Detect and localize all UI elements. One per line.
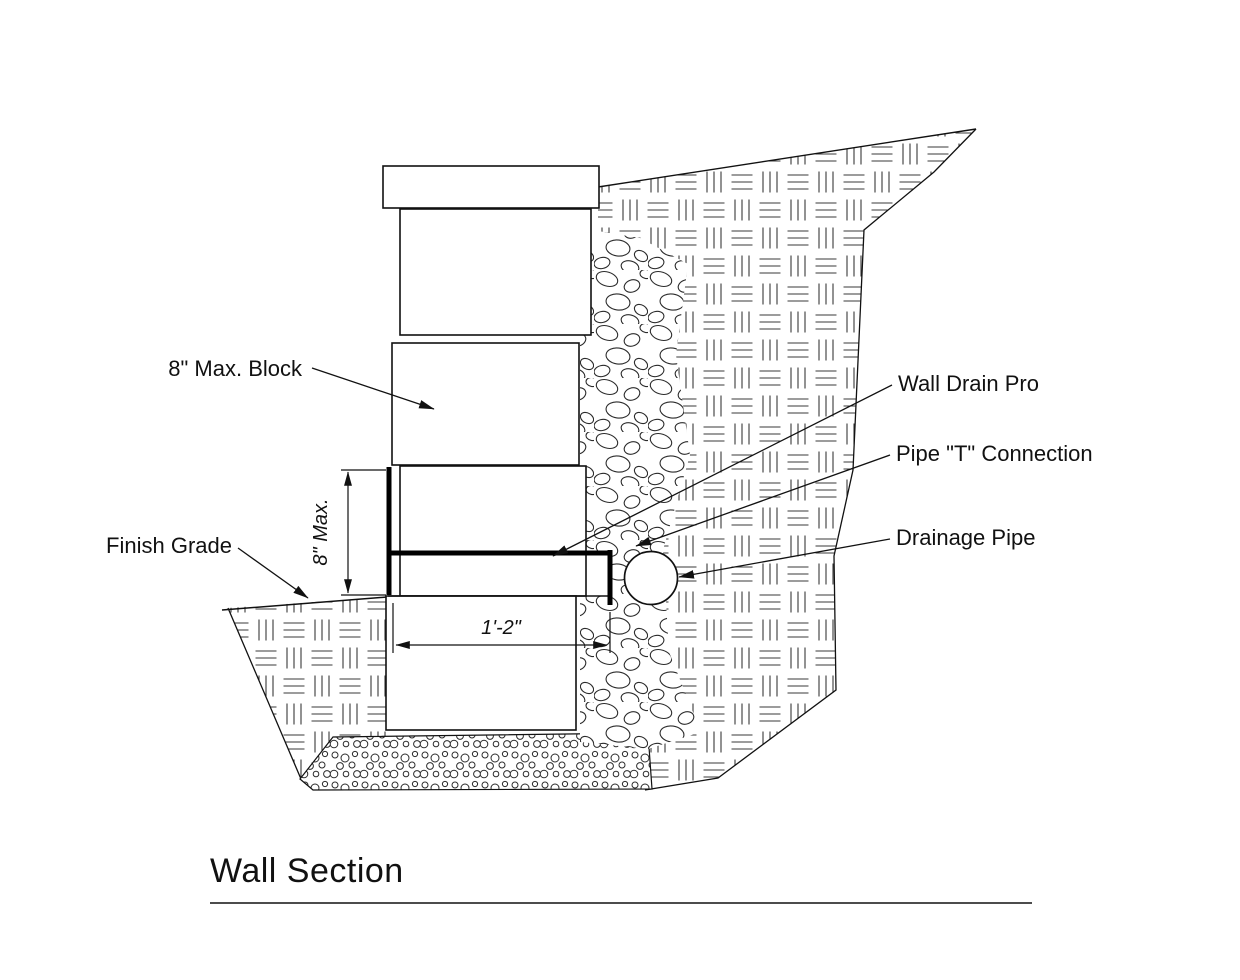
- leader-wall-drain-pro: [552, 384, 893, 557]
- foreground-cut-line: [227, 607, 302, 780]
- drawing-title: Wall Section: [210, 852, 404, 890]
- wall-block-middle: [391, 342, 580, 466]
- leader-drainage-pipe: [678, 538, 891, 579]
- finish-grade-line: [221, 596, 388, 611]
- drainage-pipe-circle: [623, 550, 679, 606]
- label-wall-drain-pro: Wall Drain Pro: [898, 371, 1039, 396]
- label-finish-grade: Finish Grade: [106, 533, 232, 558]
- label-drainage-pipe: Drainage Pipe: [896, 525, 1035, 550]
- cap-block: [382, 165, 600, 209]
- wall-block-upper: [399, 208, 592, 336]
- leader-pipe-t: [635, 454, 891, 547]
- hillside-slope-line: [597, 128, 977, 188]
- dim-label-block-height: 8" Max.: [310, 498, 332, 565]
- excavation-cut-line: [644, 128, 977, 791]
- dimension-base-width: [392, 603, 611, 653]
- leader-finish-grade: [237, 547, 309, 599]
- buried-base-block: [385, 595, 577, 731]
- retained-soil-hatch: [598, 129, 976, 790]
- pipe-t-body: [586, 554, 610, 596]
- wall-block-bottom: [399, 465, 587, 597]
- dimension-block-height: [341, 469, 386, 596]
- dim-label-base-width: 1'-2": [481, 617, 522, 639]
- crushed-stone-base: [299, 732, 653, 791]
- leader-max-block: [311, 367, 435, 410]
- label-max-block: 8" Max. Block: [168, 356, 303, 381]
- label-pipe-t-connection: Pipe "T" Connection: [896, 441, 1093, 466]
